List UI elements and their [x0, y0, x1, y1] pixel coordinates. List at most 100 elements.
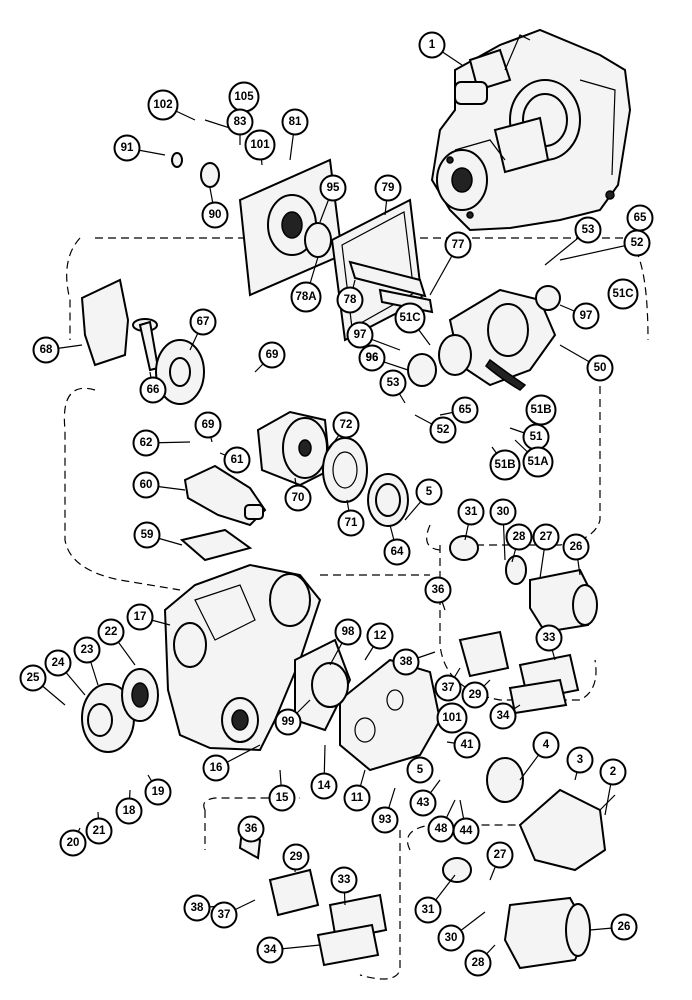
- callout-label: 26: [570, 541, 583, 553]
- callout-34: 34: [256, 936, 321, 964]
- callout-label: 51B: [494, 459, 515, 471]
- callout-91: 91: [113, 134, 166, 162]
- callout-78: 78: [336, 279, 364, 314]
- callout-81: 81: [281, 108, 309, 161]
- callout-label: 27: [540, 531, 553, 543]
- callout-ring: [371, 806, 399, 834]
- callout-label: 65: [459, 404, 472, 416]
- callout-ring: [505, 523, 533, 551]
- callout-ring: [319, 174, 347, 202]
- callout-43: 43: [409, 779, 441, 817]
- callout-label: 68: [40, 344, 53, 356]
- callout-label: 20: [67, 837, 80, 849]
- callout-label: 33: [543, 632, 556, 644]
- callout-41: 41: [446, 731, 481, 759]
- seal-plate-illustration: [294, 638, 352, 732]
- callout-ring: [374, 174, 402, 202]
- callout-label: 38: [191, 902, 204, 914]
- callout-label: 59: [141, 529, 154, 541]
- callout-label: 12: [374, 630, 387, 642]
- callout-12: 12: [364, 622, 394, 661]
- callout-label: 36: [245, 823, 258, 835]
- callout-label: 3: [577, 754, 583, 766]
- callout-ring: [464, 949, 492, 977]
- callout-label: 101: [442, 712, 462, 724]
- callout-label: 31: [465, 506, 478, 518]
- callout-ring: [457, 498, 485, 526]
- callout-ring: [586, 354, 614, 382]
- callout-ring: [113, 134, 141, 162]
- filter-canister-illustration: [449, 535, 598, 634]
- callout-label: 11: [351, 792, 364, 804]
- callout-21: 21: [85, 811, 113, 845]
- callout-67: 67: [189, 308, 217, 351]
- callout-66: 66: [139, 371, 167, 404]
- callout-label: 51C: [399, 312, 420, 324]
- front-cover-illustration: [81, 668, 159, 753]
- callout-label: 51: [530, 431, 543, 443]
- callout-31: 31: [457, 498, 485, 541]
- pump-assembly-illustration: [430, 28, 632, 232]
- callout-label: 37: [442, 682, 455, 694]
- callout-ring: [133, 521, 161, 549]
- callout-label: 101: [250, 139, 270, 151]
- callout-ring: [73, 636, 101, 664]
- gasket-59-illustration: [179, 528, 253, 562]
- callout-38: 38: [183, 894, 233, 922]
- callout-ring: [489, 498, 517, 526]
- callout-label: 27: [494, 849, 507, 861]
- callout-label: 78A: [295, 291, 316, 303]
- callout-15: 15: [268, 769, 296, 812]
- callout-label: 65: [634, 212, 647, 224]
- callout-90: 90: [201, 187, 229, 229]
- callout-ring: [415, 478, 443, 506]
- callout-ring: [147, 89, 179, 121]
- callout-ring: [414, 896, 442, 924]
- callout-label: 81: [289, 116, 302, 128]
- main-housing-illustration: [163, 563, 322, 752]
- callout-ring: [623, 229, 651, 257]
- valve-plate-illustration: [80, 278, 205, 405]
- control-valve-illustration: [183, 464, 267, 527]
- callout-78a: 78A: [290, 256, 322, 313]
- callout-2: 2: [599, 758, 627, 816]
- callout-27: 27: [486, 841, 514, 881]
- callout-ring: [572, 302, 600, 330]
- callout-label: 36: [432, 584, 445, 596]
- callout-26: 26: [562, 533, 590, 576]
- callout-30: 30: [437, 911, 486, 952]
- callout-53: 53: [379, 369, 407, 404]
- callout-53: 53: [544, 216, 602, 266]
- callout-label: 17: [134, 611, 147, 623]
- callout-ring: [566, 746, 594, 774]
- callout-ring: [343, 784, 371, 812]
- callout-52: 52: [559, 229, 651, 261]
- callout-label: 29: [290, 851, 303, 863]
- callout-ring: [237, 815, 265, 843]
- callout-17: 17: [126, 603, 171, 631]
- callout-label: 5: [426, 486, 433, 498]
- callout-ring: [337, 509, 365, 537]
- callout-64: 64: [383, 524, 411, 566]
- callout-ring: [383, 538, 411, 566]
- spring-piston-illustration: [458, 630, 580, 715]
- callout-ring: [394, 302, 426, 334]
- callout-ring: [434, 674, 462, 702]
- callout-ring: [226, 108, 254, 136]
- callout-37: 37: [434, 667, 462, 702]
- callout-label: 51B: [530, 404, 551, 416]
- callout-label: 21: [93, 825, 106, 837]
- callout-51a: 51A: [514, 439, 554, 478]
- callout-ring: [332, 411, 360, 439]
- callout-ring: [392, 648, 420, 676]
- callout-ring: [183, 894, 211, 922]
- callout-label: 48: [435, 823, 448, 835]
- callout-ring: [256, 936, 284, 964]
- callout-ring: [268, 784, 296, 812]
- lower-spring-illustration: [238, 828, 388, 967]
- callout-ring: [194, 411, 222, 439]
- callout-69: 69: [254, 341, 286, 373]
- callout-5: 5: [406, 756, 434, 784]
- callout-28: 28: [505, 523, 533, 563]
